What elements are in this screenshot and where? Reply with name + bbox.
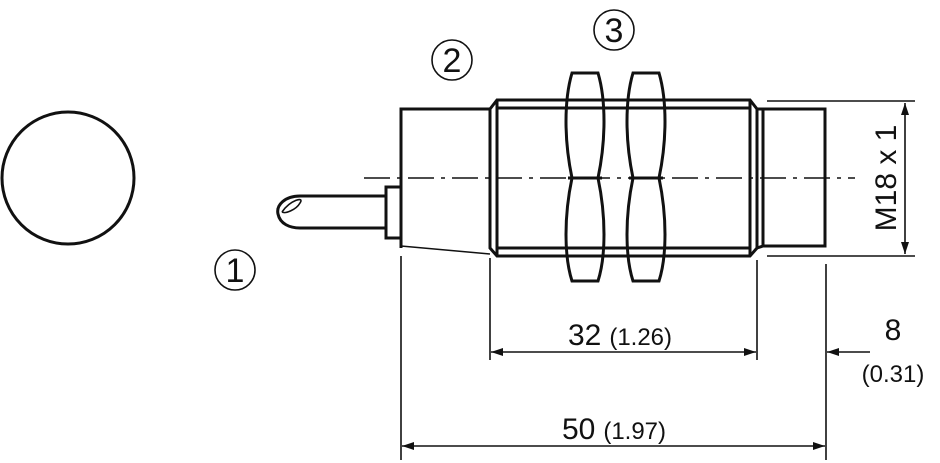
cable (276, 185, 403, 240)
callout-2: 2 (431, 39, 473, 81)
svg-text:1: 1 (226, 252, 245, 290)
callout-3: 3 (593, 9, 635, 51)
dim-32-label: 32(1.26) (568, 319, 672, 352)
nut-1 (564, 71, 606, 283)
front-view-circle (0, 110, 136, 246)
rear-housing (399, 107, 490, 248)
thread-label: M18 x 1 (870, 125, 903, 232)
nut-2 (625, 71, 667, 283)
dim-50-label: 50(1.97) (562, 413, 666, 446)
callout-1: 1 (214, 249, 256, 291)
svg-text:2: 2 (443, 42, 462, 80)
extension-lines (400, 256, 827, 460)
dim-8-inch: (0.31) (862, 361, 925, 388)
dim-8-label: 8 (885, 314, 902, 347)
svg-text:3: 3 (605, 12, 624, 50)
thread-dimension: M18 x 1 (767, 100, 915, 257)
